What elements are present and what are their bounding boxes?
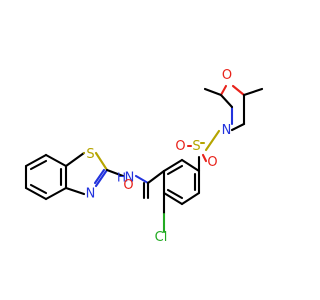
atom-n-amide: N <box>125 171 135 186</box>
bond-39 <box>231 84 246 97</box>
bond-28 <box>166 188 184 200</box>
atom-n-thiazole: N <box>86 187 96 202</box>
bond-0 <box>24 153 48 168</box>
atom-labels: S N N H O Cl S O O N O <box>86 68 232 245</box>
atom-o-sulfonyl-1: O <box>175 139 185 154</box>
bond-6 <box>29 159 48 171</box>
bond-38 <box>219 84 228 97</box>
bond-24 <box>162 191 184 206</box>
molecule-canvas: S N N H O Cl S O O N O <box>24 68 264 245</box>
bond-7 <box>29 183 48 195</box>
atom-o-morpholine: O <box>222 68 232 83</box>
bond-1 <box>44 153 68 168</box>
bond-34 <box>204 129 221 152</box>
bonds <box>24 84 264 234</box>
bond-41 <box>230 122 246 132</box>
bond-21 <box>180 158 201 173</box>
atom-h-amide: H <box>117 171 126 185</box>
bond-9 <box>64 151 86 168</box>
bond-13 <box>94 168 109 188</box>
atom-cl: Cl <box>155 230 168 245</box>
bond-15 <box>105 168 125 178</box>
bond-3 <box>44 186 68 201</box>
bond-12 <box>94 151 109 172</box>
bond-35 <box>201 153 208 163</box>
bond-16 <box>134 174 150 185</box>
atom-o-sulfonyl-2: O <box>207 155 217 170</box>
bond-20 <box>162 158 184 173</box>
bond-37 <box>219 93 234 109</box>
bond-42 <box>203 87 223 97</box>
atom-n-morpholine: N <box>222 123 232 138</box>
bond-19 <box>146 169 166 185</box>
atom-o-carbonyl: O <box>123 178 133 193</box>
bond-23 <box>180 191 201 206</box>
bond-14 <box>93 168 106 185</box>
atom-s-sulfonyl: S <box>192 139 200 154</box>
bond-26 <box>166 164 184 176</box>
atom-s-thiazole: S <box>86 147 94 162</box>
bond-43 <box>242 87 264 97</box>
structure-diagram: S N N H O Cl S O O N O <box>24 68 264 245</box>
bond-11 <box>64 186 86 196</box>
bond-4 <box>24 186 48 201</box>
